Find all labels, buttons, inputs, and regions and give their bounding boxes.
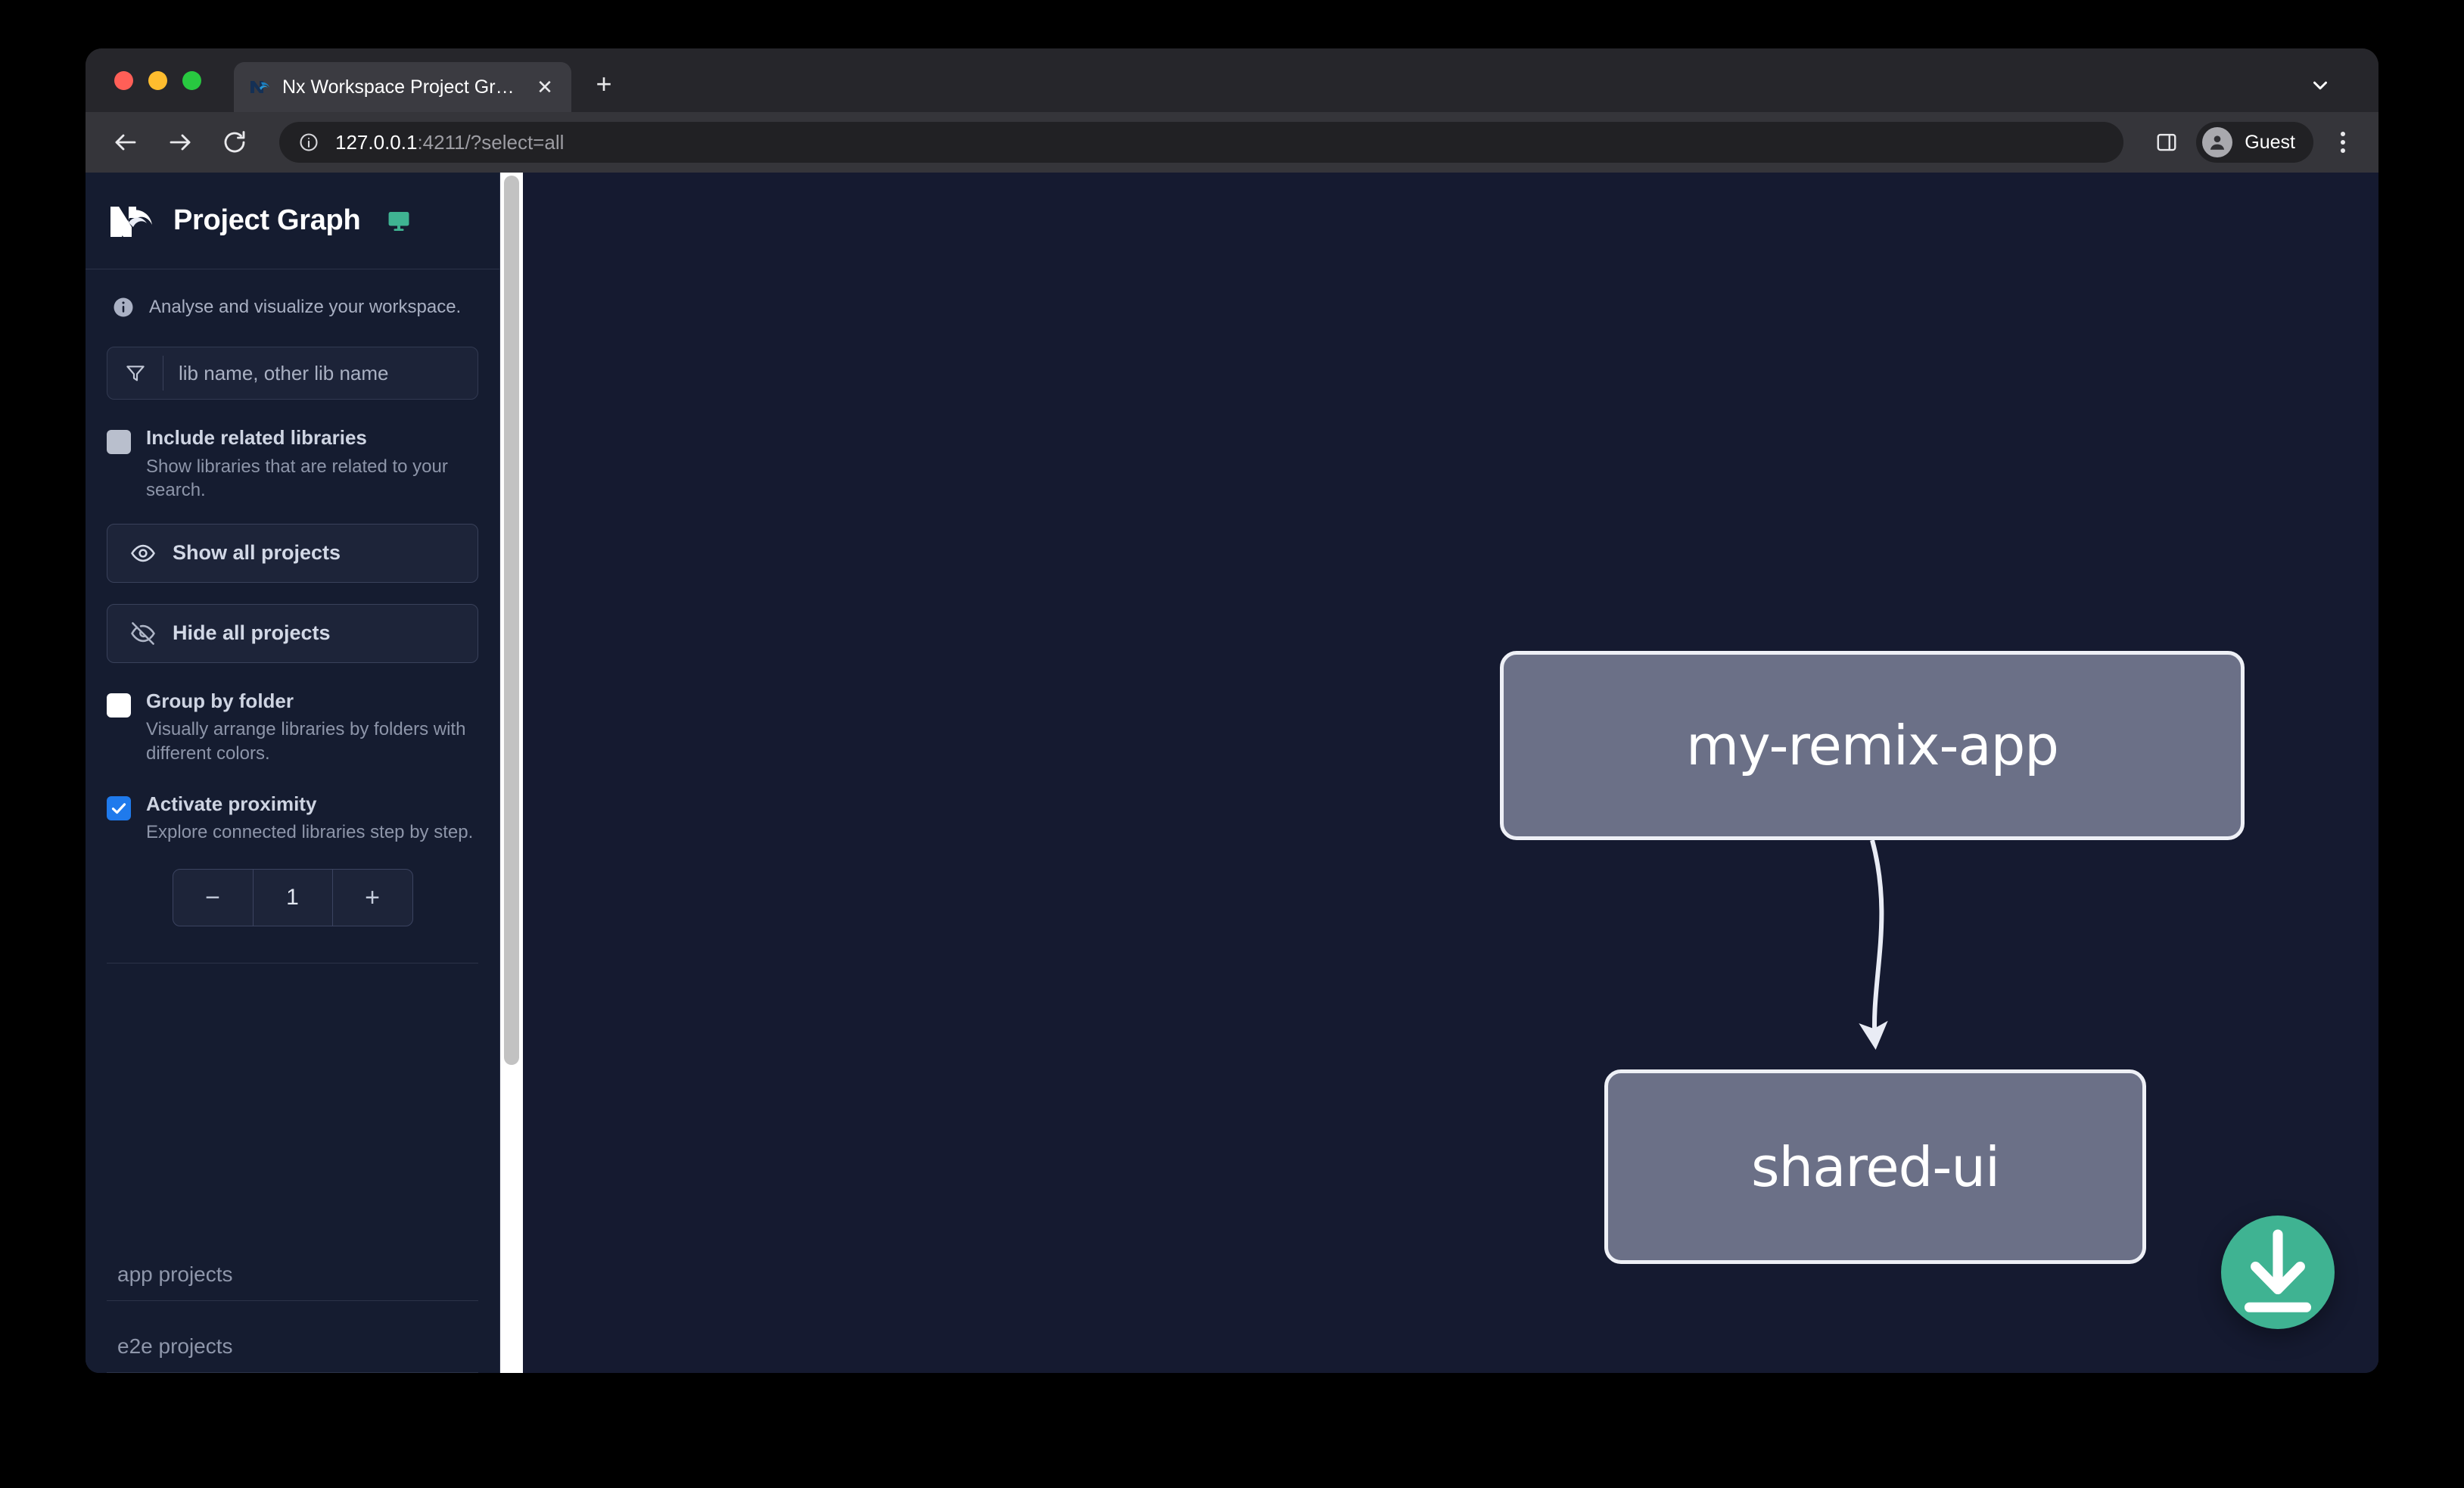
graph-node-my-remix-app[interactable]: my-remix-app	[1500, 651, 2245, 840]
monitor-icon[interactable]	[384, 207, 413, 235]
option-include-related-libraries[interactable]: Include related libraries Show libraries…	[107, 425, 478, 503]
sidebar-body: Include related libraries Show libraries…	[86, 319, 499, 1229]
group-header-app-projects[interactable]: app projects	[107, 1229, 478, 1301]
option-activate-proximity[interactable]: Activate proximity Explore connected lib…	[107, 792, 478, 845]
download-graph-button[interactable]	[2221, 1216, 2335, 1329]
include-related-libraries-checkbox[interactable]	[107, 430, 131, 454]
sidebar-description-text: Analyse and visualize your workspace.	[149, 297, 462, 317]
nx-logo-icon	[107, 200, 157, 242]
eye-off-icon	[129, 619, 157, 648]
group-by-folder-checkbox[interactable]	[107, 693, 131, 718]
include-related-libraries-desc: Show libraries that are related to your …	[146, 456, 448, 501]
window-traffic-lights	[114, 71, 201, 90]
browser-window: Nx Workspace Project Graph ✕ +	[86, 48, 2378, 1373]
filter-icon	[107, 356, 163, 391]
sidebar-description: Analyse and visualize your workspace.	[86, 269, 499, 319]
proximity-value: 1	[286, 884, 299, 910]
page-content: Project Graph Analy	[86, 173, 2378, 1373]
tab-title: Nx Workspace Project Graph	[282, 76, 523, 98]
group-by-folder-label: Group by folder	[146, 689, 294, 712]
profile-button[interactable]: Guest	[2196, 122, 2313, 163]
graph-node-shared-ui[interactable]: shared-ui	[1604, 1069, 2146, 1264]
sidebar-scrollbar[interactable]	[500, 173, 523, 1373]
show-all-projects-button[interactable]: Show all projects	[107, 523, 478, 583]
sidebar-scrollbar-thumb[interactable]	[504, 176, 519, 1065]
sidebar: Project Graph Analy	[86, 173, 500, 1373]
back-arrow-icon[interactable]	[108, 125, 143, 160]
nx-favicon-icon	[249, 76, 272, 98]
close-window-button[interactable]	[114, 71, 133, 90]
activate-proximity-desc: Explore connected libraries step by step…	[146, 822, 474, 843]
page-title: Project Graph	[173, 204, 361, 236]
activate-proximity-label: Activate proximity	[146, 792, 317, 815]
group-header-e2e-projects[interactable]: e2e projects	[107, 1301, 478, 1373]
minimize-window-button[interactable]	[148, 71, 167, 90]
maximize-window-button[interactable]	[182, 71, 201, 90]
forward-arrow-icon[interactable]	[163, 125, 198, 160]
hide-all-projects-label: Hide all projects	[173, 621, 331, 645]
proximity-stepper[interactable]: − 1 +	[172, 868, 413, 926]
reload-icon[interactable]	[217, 125, 252, 160]
browser-toolbar: 127.0.0.1:4211/?select=all Guest	[86, 112, 2378, 173]
proximity-increment-button[interactable]: +	[331, 869, 412, 926]
chevron-down-icon[interactable]	[2306, 71, 2335, 100]
hide-all-projects-button[interactable]: Hide all projects	[107, 603, 478, 663]
eye-icon	[129, 539, 157, 568]
browser-tab[interactable]: Nx Workspace Project Graph ✕	[234, 62, 571, 112]
kebab-menu-icon[interactable]	[2330, 128, 2356, 157]
url-path: :4211/?select=all	[417, 130, 565, 154]
side-panel-icon[interactable]	[2154, 129, 2179, 155]
profile-name: Guest	[2245, 131, 2295, 153]
group-by-folder-desc: Visually arrange libraries by folders wi…	[146, 719, 466, 764]
proximity-decrement-button[interactable]: −	[173, 869, 254, 926]
graph-edges	[1859, 839, 1888, 1050]
site-info-icon[interactable]	[297, 131, 320, 154]
close-tab-button[interactable]: ✕	[537, 76, 553, 98]
tab-strip: Nx Workspace Project Graph ✕ +	[86, 48, 2378, 112]
edge-my-remix-app-to-shared-ui	[1859, 839, 1888, 1050]
option-group-by-folder[interactable]: Group by folder Visually arrange librari…	[107, 689, 478, 766]
user-avatar-icon	[2202, 127, 2233, 157]
info-icon	[111, 295, 135, 319]
address-bar[interactable]: 127.0.0.1:4211/?select=all	[279, 122, 2124, 163]
graph-node-label: shared-ui	[1751, 1135, 2000, 1199]
search-input[interactable]	[163, 361, 478, 385]
filter-field[interactable]	[107, 347, 478, 400]
show-all-projects-label: Show all projects	[173, 541, 341, 565]
url-host: 127.0.0.1	[335, 130, 418, 154]
project-graph-canvas[interactable]: my-remix-app shared-ui	[523, 173, 2378, 1373]
graph-node-label: my-remix-app	[1685, 714, 2059, 777]
sidebar-header: Project Graph	[86, 173, 499, 269]
toolbar-actions: Guest	[2154, 122, 2356, 163]
include-related-libraries-label: Include related libraries	[146, 426, 367, 449]
address-bar-url: 127.0.0.1:4211/?select=all	[335, 131, 564, 154]
new-tab-button[interactable]: +	[596, 68, 612, 99]
activate-proximity-checkbox[interactable]	[107, 795, 131, 820]
